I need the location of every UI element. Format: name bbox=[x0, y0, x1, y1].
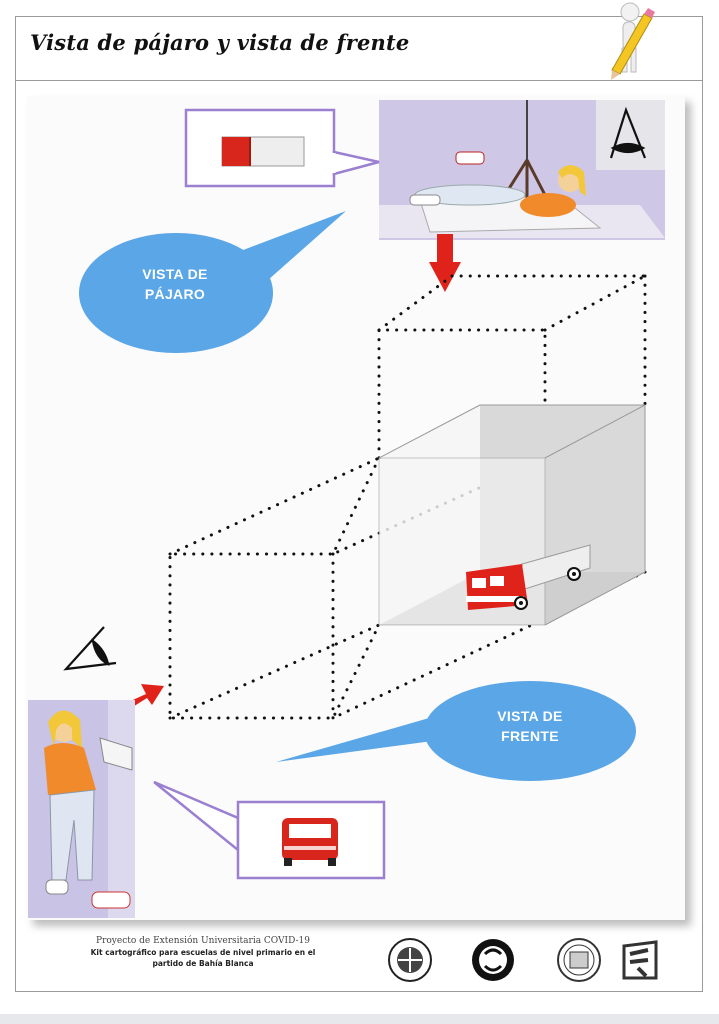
page-title: Vista de pájaro y vista de frente bbox=[30, 30, 410, 55]
bus-icon bbox=[466, 544, 591, 610]
title-rule bbox=[15, 80, 703, 81]
bird-view-photo bbox=[379, 100, 665, 240]
front-view-photo bbox=[28, 700, 135, 918]
bottom-bar bbox=[0, 1014, 719, 1024]
eye-icon bbox=[609, 106, 647, 159]
bus-front-view-icon bbox=[282, 818, 338, 866]
front-view-label: VISTA DE FRENTE bbox=[497, 708, 563, 744]
arrow-icon bbox=[429, 234, 461, 292]
footer-credits: Proyecto de Extensión Universitaria COVI… bbox=[90, 936, 316, 968]
university-seal-icon bbox=[388, 938, 660, 982]
bird-view-bubble bbox=[79, 233, 273, 353]
bird-view-label: VISTA DE PÁJARO bbox=[142, 266, 208, 302]
page-frame bbox=[15, 16, 703, 992]
bus-top-view-icon bbox=[221, 136, 305, 167]
eye-icon bbox=[63, 626, 117, 671]
front-view-bubble bbox=[424, 681, 636, 781]
